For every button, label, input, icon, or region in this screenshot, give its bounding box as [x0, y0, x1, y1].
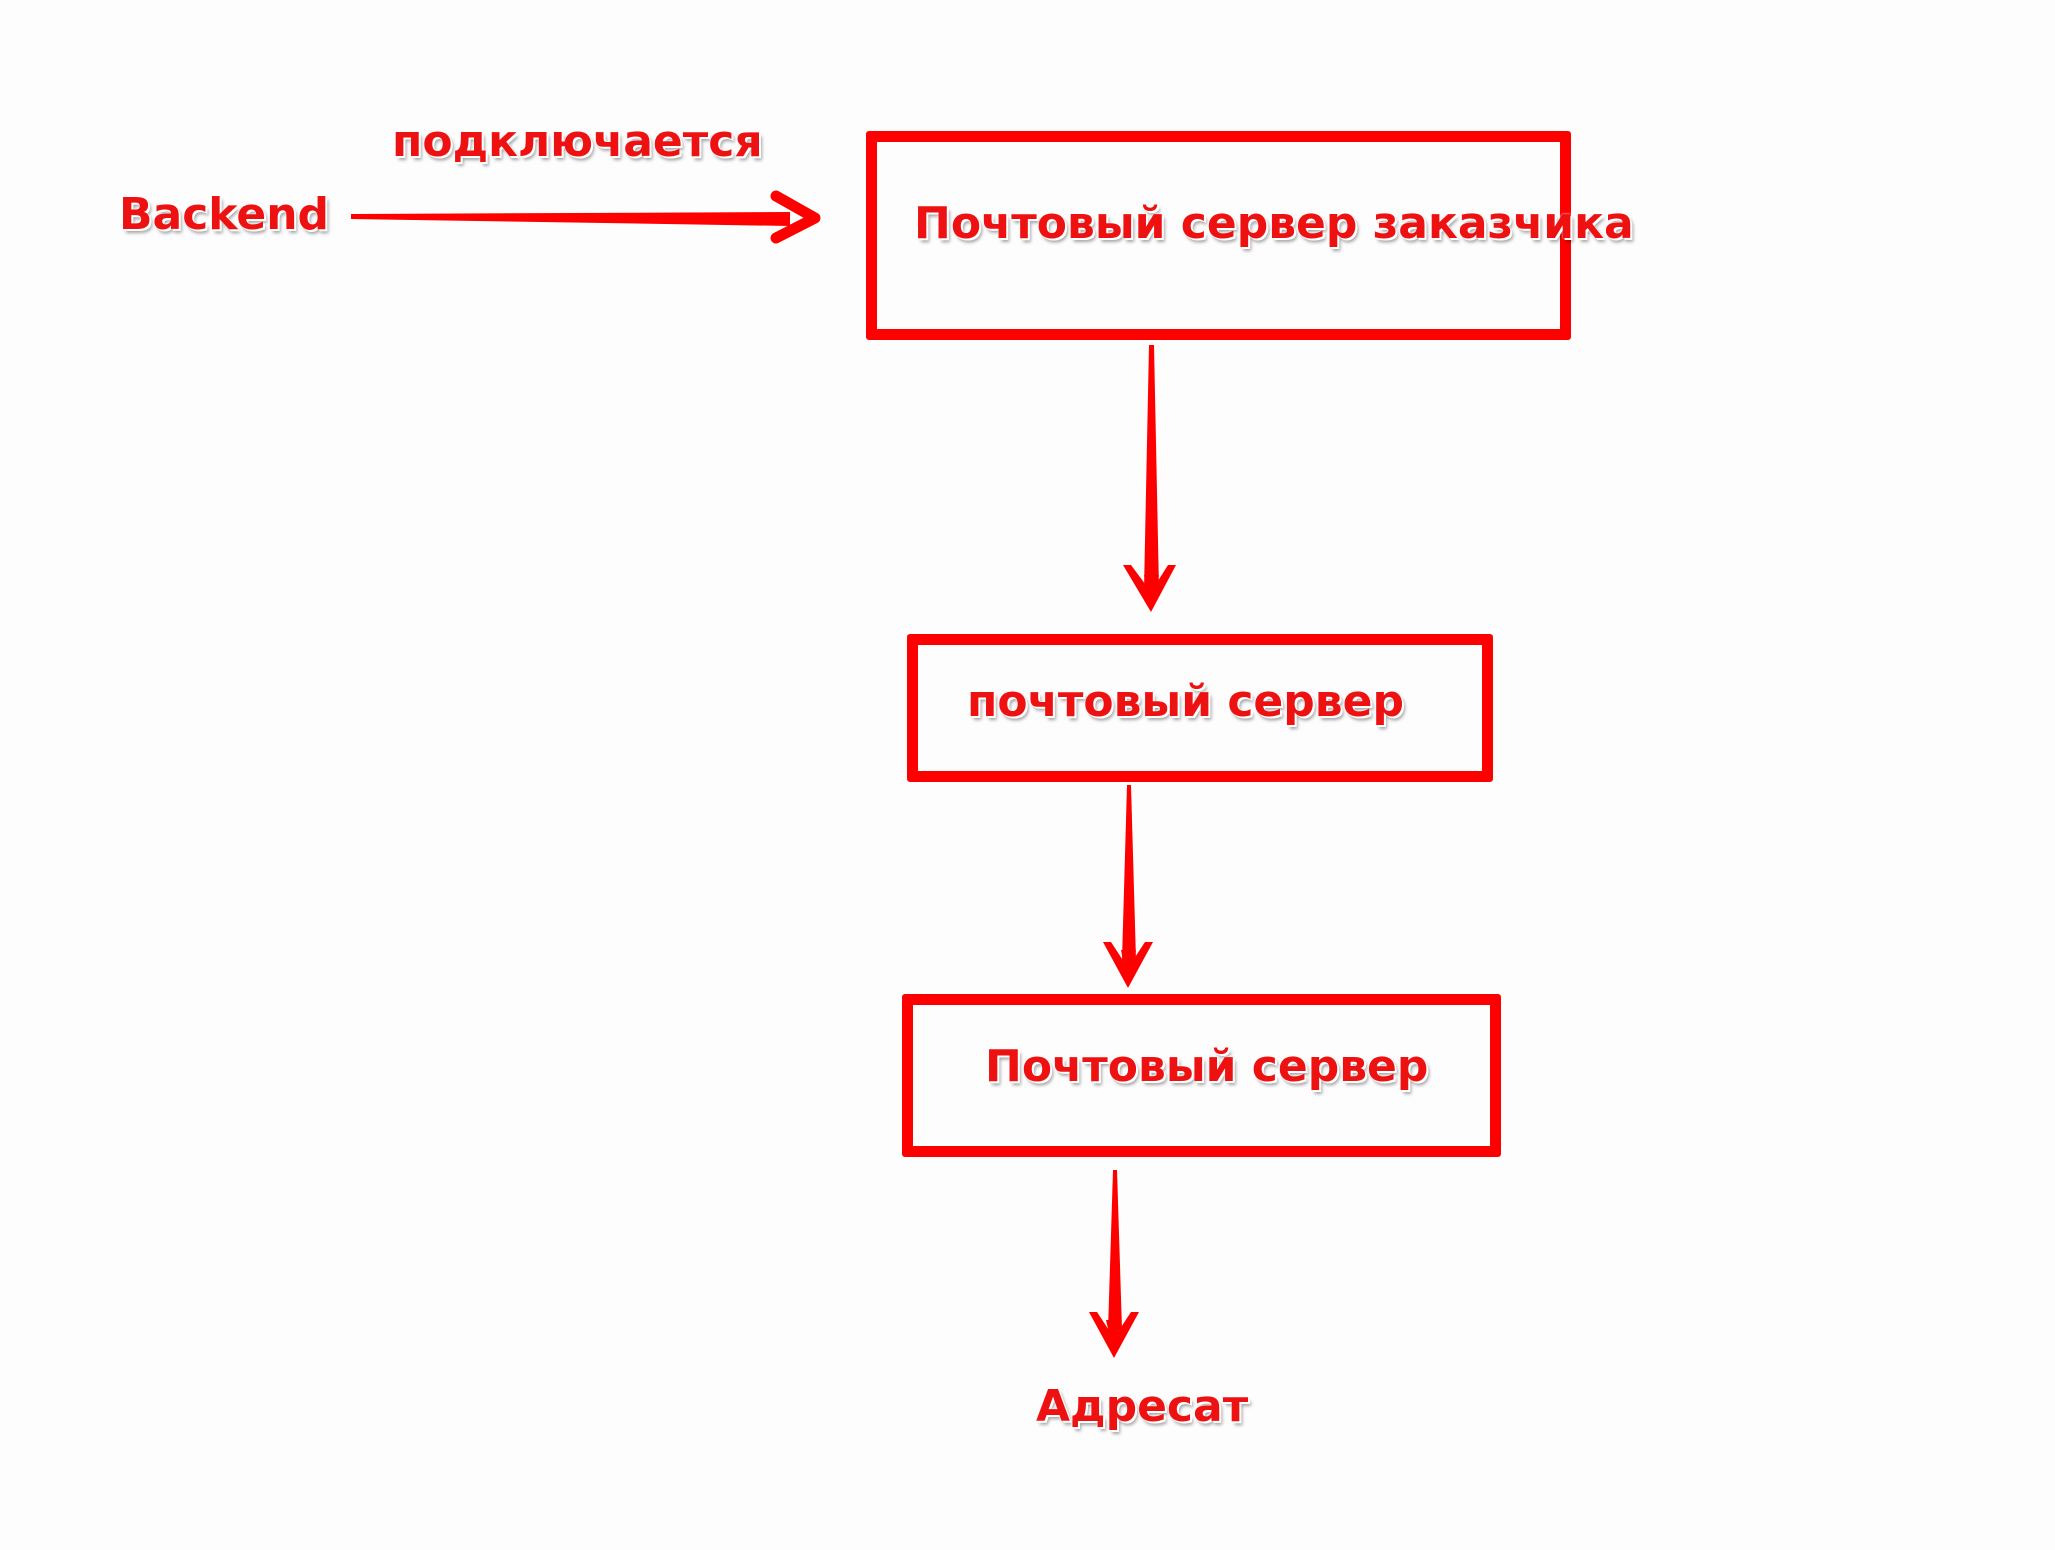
arrow-backend-to-customer-server	[351, 190, 821, 244]
node-label-mail-server-2: Почтовый сервер	[985, 1041, 1429, 1092]
edge-label-connects: подключается	[392, 116, 763, 167]
node-label-mail-server-1: почтовый сервер	[967, 676, 1404, 727]
node-label-backend: Backend	[119, 189, 330, 240]
node-label-customer-mail-server: Почтовый сервер заказчика	[914, 198, 1634, 249]
arrow-mail-server-to-mail-server	[1103, 785, 1153, 988]
node-box-mail-server-1	[907, 634, 1493, 782]
node-label-recipient: Адресат	[1036, 1381, 1249, 1432]
node-box-mail-server-2	[902, 994, 1501, 1157]
arrow-customer-to-mail-server	[1123, 345, 1176, 612]
node-box-customer-mail-server	[866, 131, 1571, 340]
arrow-mail-server-to-recipient	[1089, 1170, 1139, 1358]
